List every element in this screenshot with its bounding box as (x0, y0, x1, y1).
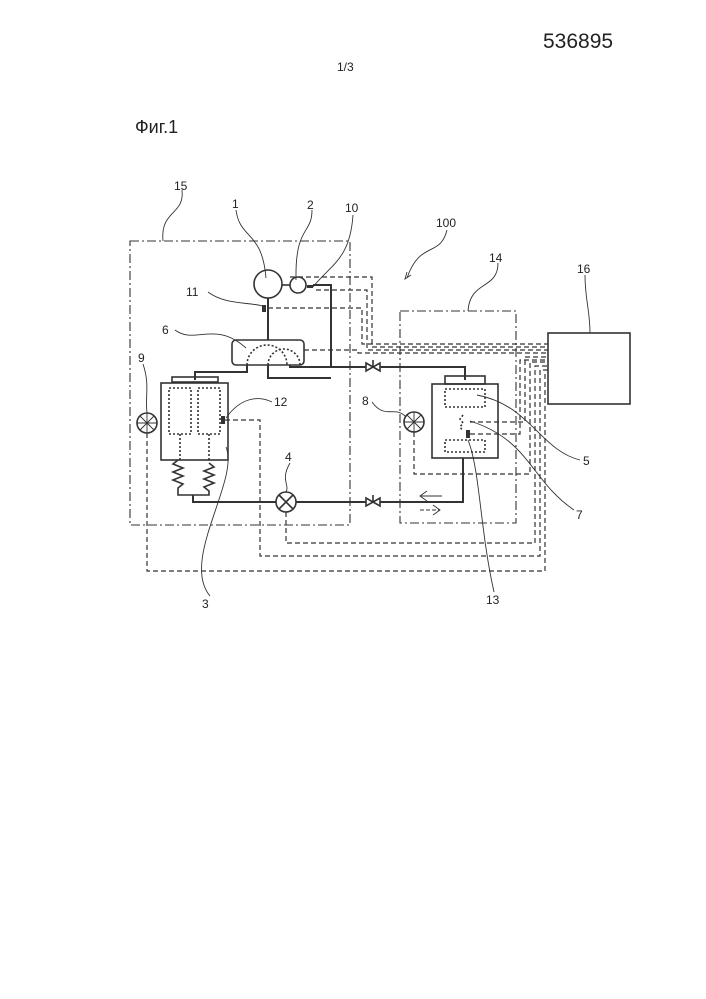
outdoor-heat-exchanger (161, 383, 228, 460)
controller-box (548, 333, 630, 404)
label-8: 8 (362, 394, 369, 408)
label-7: 7 (576, 508, 583, 522)
label-2: 2 (307, 198, 314, 212)
label-4: 4 (285, 450, 292, 464)
label-11: 11 (186, 285, 199, 299)
sensor-12 (221, 416, 225, 424)
four-way-valve (232, 340, 304, 365)
arrow-left-icon (420, 491, 442, 501)
label-13: 13 (486, 593, 500, 607)
label-1: 1 (232, 197, 239, 211)
label-16: 16 (577, 262, 591, 276)
compressor (254, 270, 282, 298)
label-6: 6 (162, 323, 169, 337)
motor (290, 277, 306, 293)
indoor-heat-exchanger (432, 384, 498, 458)
label-3: 3 (202, 597, 209, 611)
label-14: 14 (489, 251, 503, 265)
sensor-11 (262, 305, 266, 312)
expansion-valve (276, 492, 296, 512)
label-5: 5 (583, 454, 590, 468)
sensor-10 (307, 285, 313, 288)
label-9: 9 (138, 351, 145, 365)
label-100: 100 (436, 216, 456, 230)
fan-icon (137, 413, 157, 433)
sensor-13 (466, 430, 470, 438)
label-15: 15 (174, 179, 188, 193)
label-10: 10 (345, 201, 359, 215)
label-12: 12 (274, 395, 288, 409)
fan-icon (404, 412, 424, 432)
heater-coils (173, 460, 214, 495)
